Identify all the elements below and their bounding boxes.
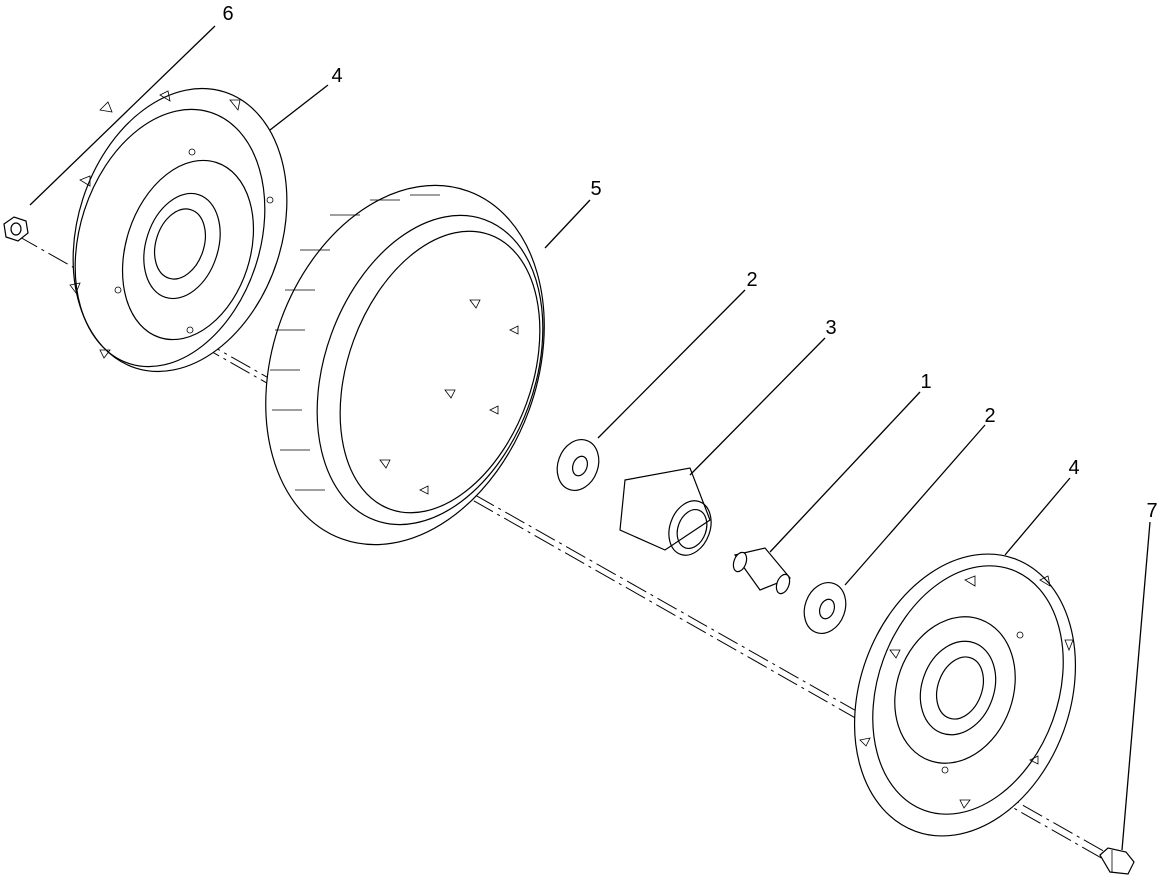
part-hub-cap-left: [69, 87, 288, 373]
leader-line-7: [1121, 521, 1151, 851]
leader-line-2-lower: [844, 424, 986, 586]
callout-7: 7: [1146, 500, 1157, 522]
callout-6: 6: [222, 3, 233, 25]
part-nut: [3, 216, 29, 242]
callout-4-left: 4: [331, 65, 342, 87]
part-bushing: [619, 467, 712, 556]
callout-3: 3: [825, 317, 836, 339]
leader-line-4-right: [1004, 477, 1071, 556]
leader-line-1: [769, 391, 921, 553]
callout-5: 5: [590, 178, 601, 200]
leader-line-2-upper: [597, 289, 746, 439]
part-hub-cap-right: [853, 553, 1077, 837]
part-wheel-tire: [265, 184, 545, 546]
part-washer-upper: [556, 439, 600, 491]
leader-line-6: [29, 25, 216, 206]
callout-1: 1: [920, 371, 931, 393]
leader-line-3: [689, 337, 826, 476]
leader-line-5: [544, 199, 591, 249]
callout-2-upper: 2: [746, 269, 757, 291]
part-axle-pin: [732, 547, 791, 595]
part-bolt: [1099, 847, 1135, 875]
leader-line-4-left: [269, 84, 329, 131]
callout-4-right: 4: [1068, 457, 1079, 479]
part-washer-lower: [803, 582, 847, 634]
callout-2-lower: 2: [984, 405, 995, 427]
